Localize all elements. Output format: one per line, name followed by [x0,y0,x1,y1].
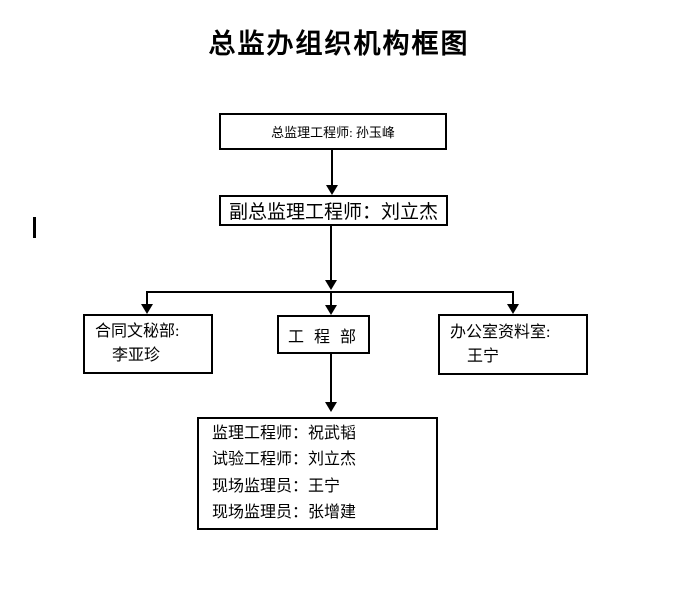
org-box-contract-dept-line1: 合同文秘部: [95,323,180,340]
connector-drop-middle [330,291,332,306]
staff-line: 现场监理员：王宁 [212,477,341,495]
org-box-contract-dept[interactable]: 合同文秘部: 李亚珍 [83,314,213,374]
org-box-engineering-dept[interactable]: 工 程 部 [277,315,370,354]
page-title: 总监办组织机构框图 [208,29,470,59]
org-box-office-archive-line2: 王宁 [467,347,500,365]
org-box-contract-dept-line2: 李亚珍 [112,347,161,364]
arrowhead-drop-right [507,304,519,314]
arrowhead-l2-bar [325,280,337,290]
connector-line-l2-bar [330,226,332,281]
staff-line: 试验工程师：刘立杰 [212,451,357,468]
arrowhead-drop-middle [325,305,337,315]
org-box-engineering-dept-label: 工 程 部 [287,328,359,346]
arrowhead-drop-left [141,304,153,314]
org-box-chief-engineer-label: 总监理工程师: 孙玉峰 [271,125,395,140]
connector-line-eng-staff [330,354,332,403]
connector-drop-left [146,291,148,305]
org-box-deputy-chief-engineer-label: 副总监理工程师：刘立杰 [228,202,438,223]
connector-line-l1-l2 [331,150,333,186]
org-box-chief-engineer[interactable]: 总监理工程师: 孙玉峰 [219,113,447,150]
org-box-engineering-staff[interactable]: 监理工程师：祝武韬 试验工程师：刘立杰 现场监理员：王宁 现场监理员：张增建 [197,417,438,530]
staff-line: 现场监理员：张增建 [212,504,357,521]
org-box-office-archive[interactable]: 办公室资料室: 王宁 [438,314,588,375]
org-box-office-archive-line1: 办公室资料室: [450,323,551,341]
connector-drop-right [512,291,514,305]
text-caret [33,217,36,238]
arrowhead-eng-staff [325,402,337,412]
staff-line: 监理工程师：祝武韬 [212,424,357,442]
arrowhead-l1-l2 [326,185,338,195]
org-box-deputy-chief-engineer[interactable]: 副总监理工程师：刘立杰 [219,195,448,226]
